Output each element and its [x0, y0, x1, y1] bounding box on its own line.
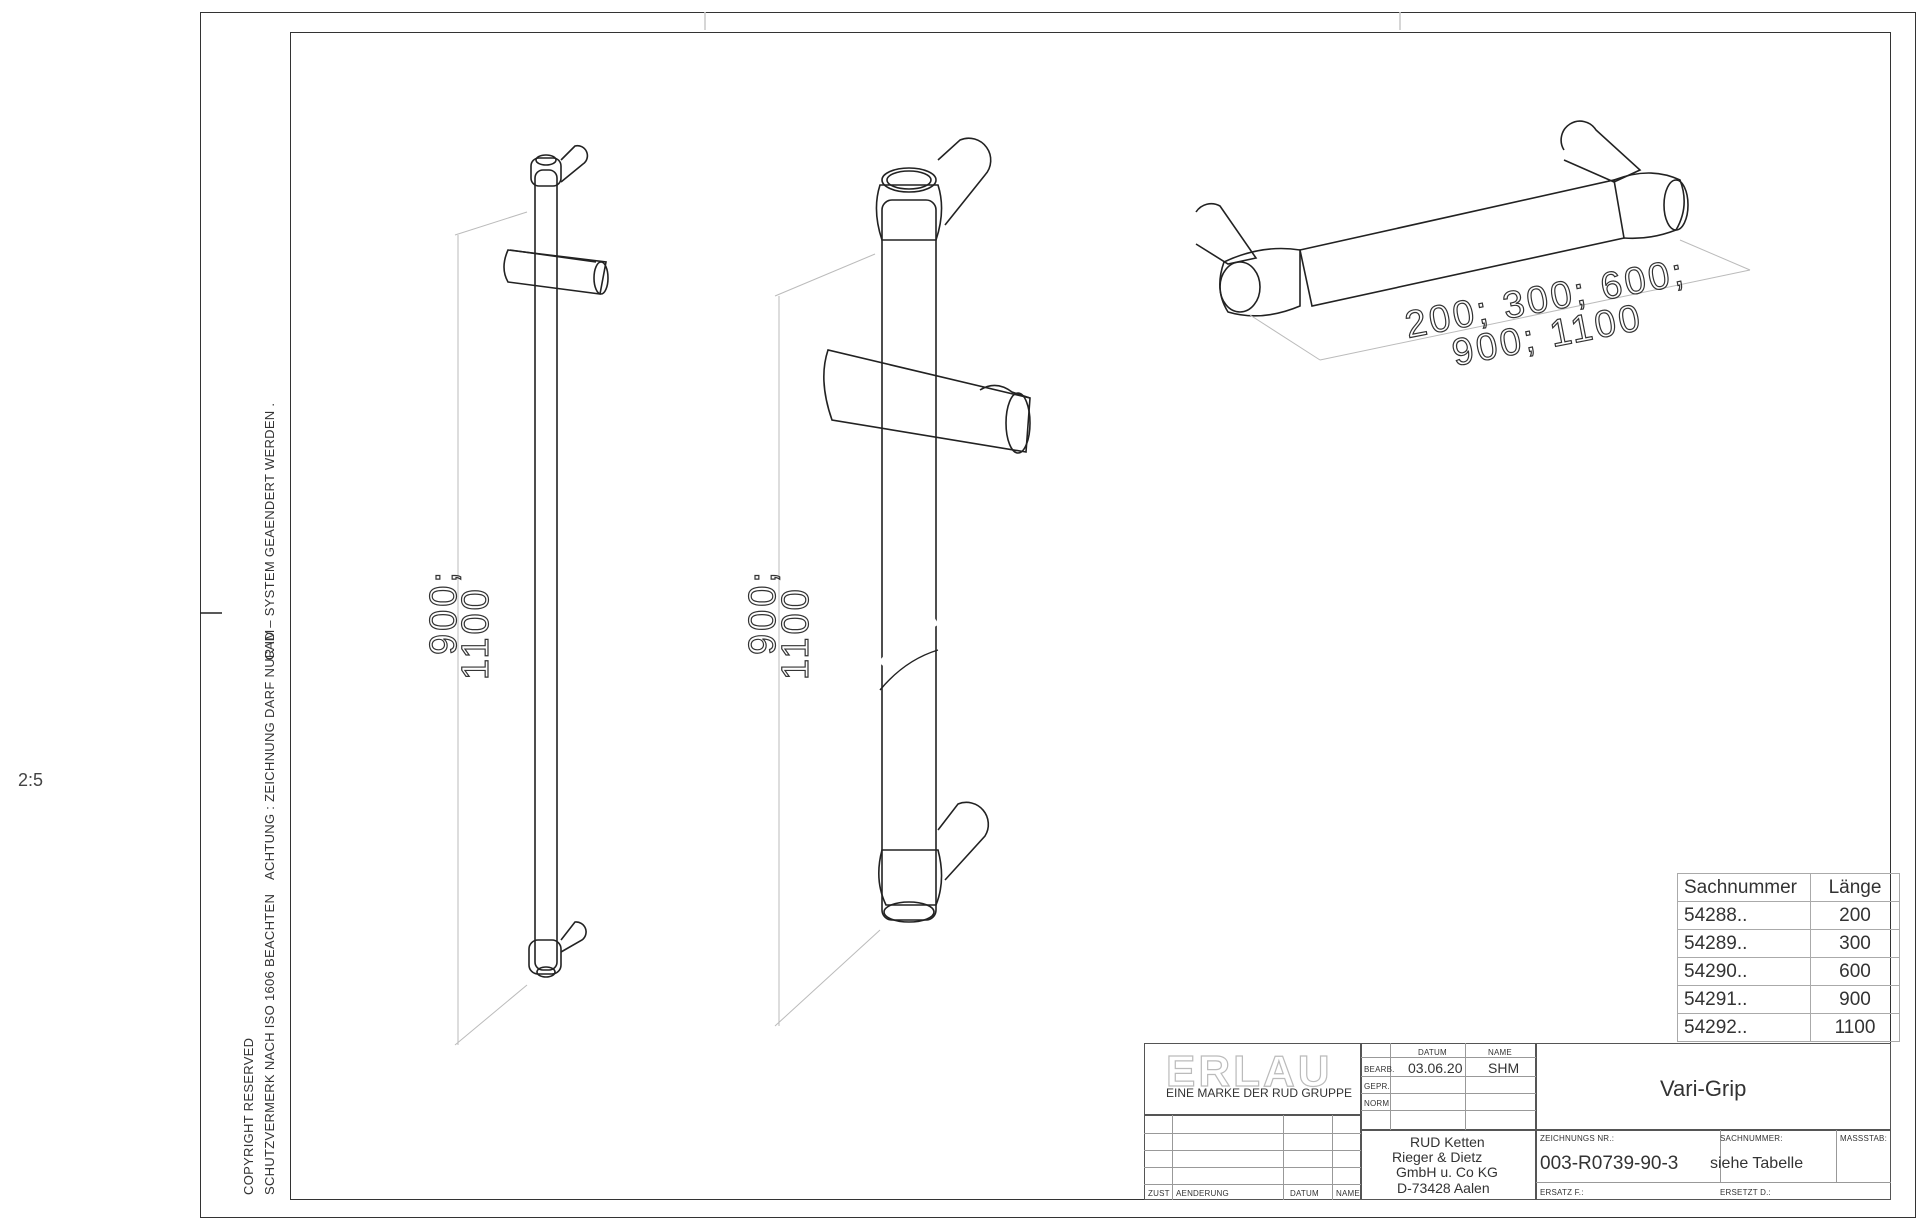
label-scale: MASSSTAB:	[1840, 1134, 1887, 1143]
company-line-2: Rieger & Dietz	[1392, 1149, 1483, 1165]
part-length: 200	[1810, 901, 1900, 930]
drawing-title: Vari-Grip	[1660, 1076, 1747, 1101]
sheet-frame	[200, 12, 1916, 1218]
part-number: 54290..	[1677, 957, 1811, 986]
part-number: 54288..	[1677, 901, 1811, 930]
revision-box	[1144, 1115, 1361, 1200]
dim-left-a: 900;	[423, 569, 465, 655]
drawing-frame	[290, 32, 1891, 1200]
header-part-number: Sachnummer	[1677, 873, 1811, 902]
label-norm: NORM	[1364, 1099, 1390, 1108]
parts-table-header: Sachnummer Länge	[1677, 873, 1900, 902]
rev-header-datum: DATUM	[1290, 1189, 1319, 1198]
company-line-4: D-73428 Aalen	[1397, 1180, 1490, 1196]
part-number-ref: siehe Tabelle	[1710, 1155, 1804, 1172]
rail-view-small	[503, 144, 609, 978]
part-number: 54291..	[1677, 985, 1811, 1014]
part-length: 600	[1810, 957, 1900, 986]
brand-logo: ERLAU	[1165, 1046, 1333, 1096]
company-line-1: RUD Ketten	[1410, 1134, 1485, 1150]
rev-header-zust: ZUST	[1148, 1189, 1170, 1198]
rev-header-aenderung: AENDERUNG	[1176, 1189, 1229, 1198]
header-datum: DATUM	[1418, 1048, 1447, 1057]
part-length: 900	[1810, 985, 1900, 1014]
brand-box	[1144, 1043, 1361, 1115]
number-box	[1536, 1130, 1891, 1200]
dimension-lines-mid	[774, 253, 881, 1027]
part-length: 1100	[1810, 1013, 1900, 1042]
table-row: 54292.. 1100	[1677, 1013, 1900, 1042]
part-length: 300	[1810, 929, 1900, 958]
bearb-date: 03.06.20	[1408, 1060, 1463, 1076]
drawing-number: 003-R0739-90-3	[1540, 1153, 1679, 1174]
sheet-scale: 2:5	[18, 770, 44, 790]
part-number: 54289..	[1677, 929, 1811, 958]
label-ersatz-fuer: ERSATZ F.:	[1540, 1188, 1584, 1197]
table-row: 54288.. 200	[1677, 901, 1900, 930]
header-name: NAME	[1488, 1048, 1512, 1057]
table-row: 54290.. 600	[1677, 957, 1900, 986]
grip-view	[1195, 120, 1689, 317]
company-box	[1361, 1130, 1536, 1200]
dimension-lines-left	[454, 211, 528, 1046]
dimension-lines-right	[1249, 239, 1751, 361]
bearb-name: SHM	[1488, 1060, 1520, 1076]
company-line-3: GmbH u. Co KG	[1396, 1164, 1498, 1180]
header-length: Länge	[1810, 873, 1900, 902]
table-row: 54291.. 900	[1677, 985, 1900, 1014]
parts-table: Sachnummer Länge 54288.. 200 54289.. 300…	[1677, 873, 1900, 1042]
rev-header-name: NAME	[1336, 1189, 1360, 1198]
dim-left-b: 1100	[455, 586, 497, 680]
dim-mid-b: 1100	[775, 586, 817, 680]
label-gepr: GEPR.	[1364, 1082, 1390, 1091]
rail-view-large	[823, 137, 1031, 923]
dim-mid-a: 900;	[742, 569, 784, 655]
brand-subtitle: EINE MARKE DER RUD GRUPPE	[1166, 1086, 1353, 1100]
label-ersetzt-durch: ERSETZT D.:	[1720, 1188, 1771, 1197]
label-bearb: BEARB.	[1364, 1065, 1395, 1074]
table-row: 54289.. 300	[1677, 929, 1900, 958]
part-number: 54292..	[1677, 1013, 1811, 1042]
label-drawing-no: ZEICHNUNGS NR.:	[1540, 1134, 1615, 1143]
approval-box	[1361, 1043, 1536, 1130]
label-part-no: SACHNUMMER:	[1720, 1134, 1783, 1143]
title-box	[1536, 1043, 1891, 1130]
